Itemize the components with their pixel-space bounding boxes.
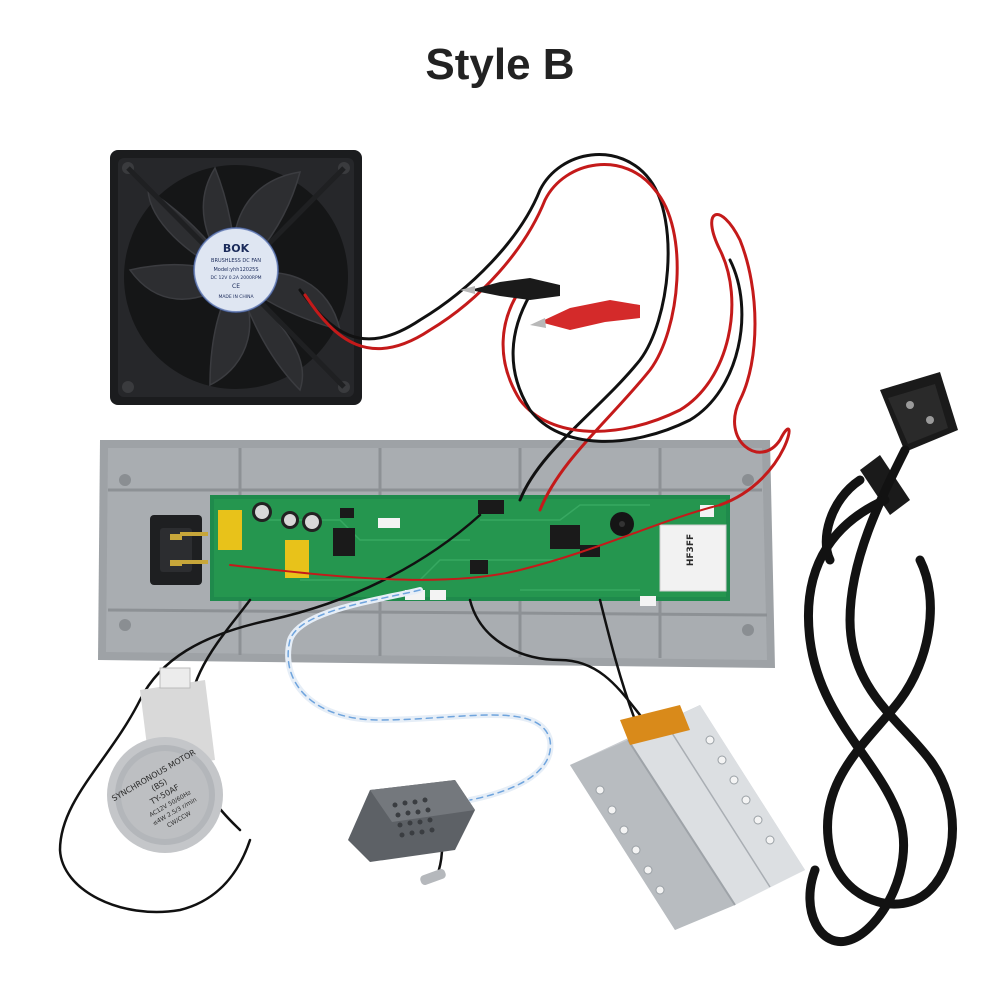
fan-label-line3: DC 12V 0.2A 2000RPM xyxy=(210,275,261,281)
cooling-fan: BOK BRUSHLESS DC FAN Model:yhh12025S DC … xyxy=(110,150,362,405)
relay-label: HF3FF xyxy=(686,534,696,566)
alligator-clip-red xyxy=(530,300,640,330)
power-cord xyxy=(804,372,958,947)
fan-label-line1: BRUSHLESS DC FAN xyxy=(211,258,261,264)
synchronous-motor: SYNCHRONOUS MOTOR (BS) TY-50AF AC12V 50/… xyxy=(107,667,223,853)
fan-brand-text: BOK xyxy=(223,242,250,255)
alligator-clip-black xyxy=(460,278,560,300)
fan-label-line2: Model:yhh12025S xyxy=(213,267,258,273)
ptc-heater xyxy=(570,705,805,930)
wiring xyxy=(58,153,791,914)
control-pcb: HF3FF xyxy=(180,495,730,606)
fan-label-line5: MADE IN CHINA xyxy=(218,294,254,300)
image-title: Style B xyxy=(425,40,575,89)
fan-label-line4: CE xyxy=(232,283,240,290)
humidity-sensor xyxy=(348,780,475,886)
